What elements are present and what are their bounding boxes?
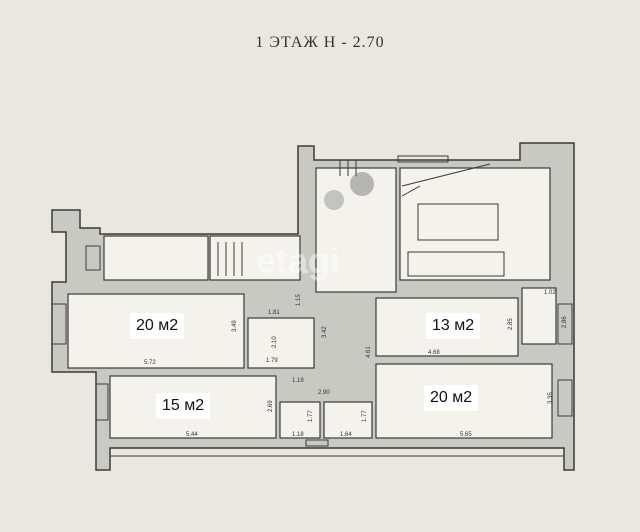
dim-286: 2.86: [562, 316, 568, 328]
room-b-area: 13 м2: [426, 313, 481, 339]
room-c-area: 15 м2: [156, 393, 211, 419]
service-room: [399, 167, 551, 281]
dim-285: 2.85: [508, 318, 514, 330]
stair-top: [330, 159, 357, 176]
dim-544: 5.44: [186, 432, 198, 438]
dim-461: 4.61: [366, 346, 372, 358]
dim-342: 3.42: [322, 326, 328, 338]
stair-lines: [217, 242, 243, 276]
dim-468: 4.68: [428, 350, 440, 356]
diag-stair: [401, 163, 491, 197]
dim-119: 1.19: [292, 378, 304, 384]
unit-1: [417, 203, 499, 241]
dim-572: 5.72: [144, 360, 156, 366]
dim-349: 3.49: [232, 320, 238, 332]
window-top: [397, 155, 449, 163]
dim-269: 2.69: [268, 400, 274, 412]
dim-118: 1.18: [292, 432, 304, 438]
window-left-2: [95, 383, 109, 421]
dim-115: 1.15: [296, 294, 302, 306]
dim-177b: 1.77: [362, 410, 368, 422]
stair-room: [209, 235, 301, 281]
column-mark-2: [324, 190, 344, 210]
dim-290: 2.90: [318, 390, 330, 396]
dim-179: 1.79: [266, 358, 278, 364]
dim-181: 1.81: [268, 310, 280, 316]
dim-335: 3.35: [548, 392, 554, 404]
dim-565: 5.65: [460, 432, 472, 438]
window-left: [51, 303, 67, 345]
column-mark: [350, 172, 374, 196]
wc-2: [323, 401, 373, 439]
dim-102: 1.02: [544, 290, 556, 296]
window-right: [557, 379, 573, 417]
corridor-line: [109, 448, 564, 470]
dim-164: 1.64: [340, 432, 352, 438]
wc-1: [279, 401, 321, 439]
plan-title: 1 ЭТАЖ Н - 2.70: [255, 34, 385, 51]
window-right-2: [557, 303, 573, 345]
dim-210: 2.10: [272, 336, 278, 348]
window-corridor: [85, 245, 101, 271]
corridor: [103, 235, 209, 281]
small-room: [247, 317, 315, 369]
window-bottom: [305, 439, 329, 447]
watermark-logo: etagi: [256, 240, 341, 281]
dim-177a: 1.77: [308, 410, 314, 422]
unit-2: [407, 251, 505, 277]
room-a-area: 20 м2: [130, 313, 185, 339]
room-d-area: 20 м2: [424, 385, 479, 411]
side-room: [521, 287, 557, 345]
